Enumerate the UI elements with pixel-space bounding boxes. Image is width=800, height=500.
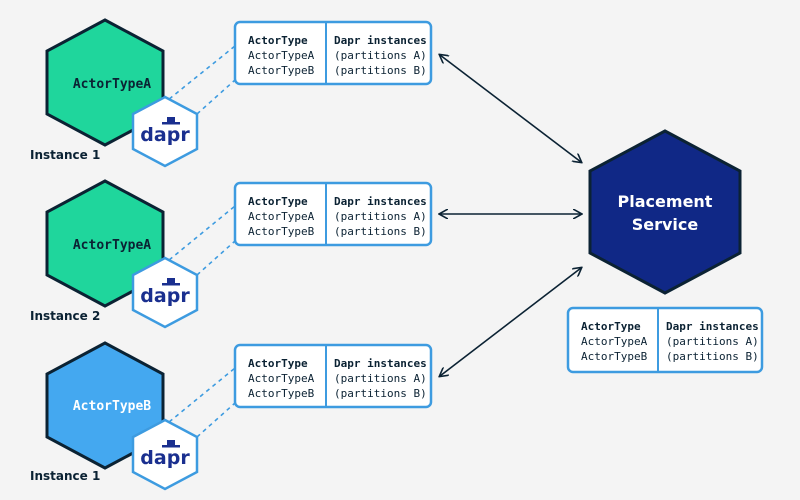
dapr-hat-icon — [167, 278, 175, 284]
actor-label: ActorTypeA — [73, 77, 151, 92]
table-header-actortype: ActorType — [581, 320, 641, 333]
table-cell: (partitions A) — [334, 210, 427, 223]
instance-1-group: ActorTypeA Instance 1 dapr ActorType Dap… — [30, 18, 433, 168]
table-cell: ActorTypeA — [248, 372, 315, 385]
dapr-sidecar: dapr — [131, 418, 199, 491]
dapr-hat-brim — [162, 283, 180, 286]
connector-dotted — [162, 205, 236, 266]
arrow-instance-3-placement — [440, 268, 581, 376]
connector-dotted — [162, 45, 236, 105]
arrow-instance-1-placement — [440, 55, 581, 162]
table-cell: (partitions A) — [334, 49, 427, 62]
table-cell: ActorTypeA — [248, 49, 315, 62]
dapr-hexagon — [131, 95, 199, 168]
table-border — [566, 306, 764, 374]
placement-service-group: Placement Service ActorType Dapr instanc… — [566, 129, 764, 374]
table-cell: ActorTypeA — [248, 210, 315, 223]
routing-table: ActorType Dapr instances ActorTypeA (par… — [233, 343, 433, 409]
table-border — [233, 20, 433, 86]
placement-routing-table: ActorType Dapr instances ActorTypeA (par… — [566, 306, 764, 374]
dapr-hat-brim — [162, 445, 180, 448]
connector-dotted — [196, 402, 236, 438]
table-cell: (partitions A) — [666, 335, 759, 348]
table-header-instances: Dapr instances — [334, 195, 427, 208]
connector-dotted — [196, 240, 236, 276]
table-header-instances: Dapr instances — [334, 34, 427, 47]
instance-label: Instance 1 — [30, 469, 100, 483]
instance-label: Instance 2 — [30, 309, 100, 323]
dapr-hexagon — [131, 256, 199, 329]
dapr-logo-text: dapr — [140, 285, 190, 307]
dapr-hat-icon — [167, 440, 175, 446]
placement-title-line2: Service — [632, 215, 699, 234]
connector-dotted — [162, 367, 236, 428]
table-header-instances: Dapr instances — [334, 357, 427, 370]
table-header-actortype: ActorType — [248, 34, 308, 47]
table-border — [233, 343, 433, 409]
table-cell: (partitions B) — [334, 387, 427, 400]
table-cell: (partitions A) — [334, 372, 427, 385]
routing-table: ActorType Dapr instances ActorTypeA (par… — [233, 20, 433, 86]
table-cell: ActorTypeB — [248, 64, 315, 77]
placement-hexagon — [588, 129, 742, 295]
dapr-logo-text: dapr — [140, 447, 190, 469]
dapr-hat-icon — [167, 117, 175, 123]
placement-title-line1: Placement — [618, 192, 713, 211]
table-cell: ActorTypeA — [581, 335, 648, 348]
table-header-instances: Dapr instances — [666, 320, 759, 333]
dapr-hexagon — [131, 418, 199, 491]
connector-dotted — [196, 79, 236, 115]
dapr-hat-brim — [162, 122, 180, 125]
dapr-sidecar: dapr — [131, 256, 199, 329]
actor-label: ActorTypeB — [73, 399, 151, 414]
table-border — [233, 181, 433, 247]
routing-table: ActorType Dapr instances ActorTypeA (par… — [233, 181, 433, 247]
table-cell: (partitions B) — [334, 225, 427, 238]
table-cell: ActorTypeB — [581, 350, 648, 363]
table-header-actortype: ActorType — [248, 195, 308, 208]
table-header-actortype: ActorType — [248, 357, 308, 370]
table-cell: (partitions B) — [666, 350, 759, 363]
table-cell: (partitions B) — [334, 64, 427, 77]
table-cell: ActorTypeB — [248, 387, 315, 400]
instance-2-group: ActorTypeA Instance 2 dapr ActorType Dap… — [30, 179, 433, 329]
actor-label: ActorTypeA — [73, 238, 151, 253]
table-cell: ActorTypeB — [248, 225, 315, 238]
dapr-logo-text: dapr — [140, 124, 190, 146]
dapr-sidecar: dapr — [131, 95, 199, 168]
instance-label: Instance 1 — [30, 148, 100, 162]
instance-3-group: ActorTypeB Instance 1 dapr ActorType Dap… — [30, 341, 433, 491]
